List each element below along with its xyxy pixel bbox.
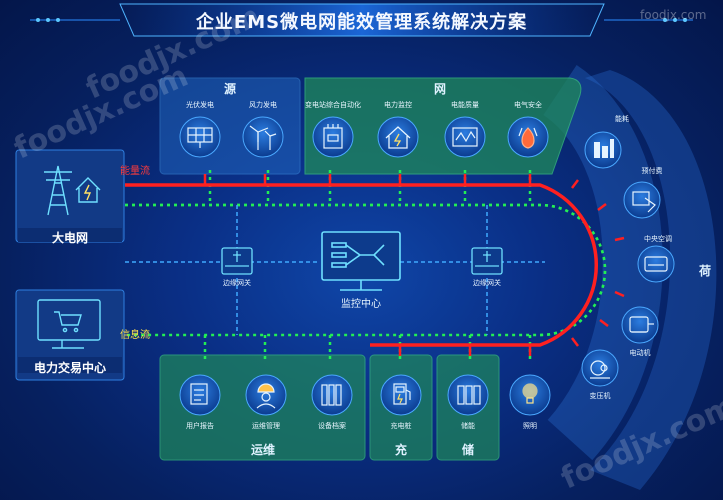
gateway-right-label: 边缘网关 [473, 279, 501, 287]
item-power-quality-label: 电能质量 [451, 101, 479, 109]
light-bulb-icon [522, 383, 538, 404]
item-pv-label: 光伏发电 [186, 101, 214, 109]
item-report-label: 用户报告 [186, 422, 214, 430]
gateway-links [125, 205, 545, 335]
item-archive-label: 设备档案 [318, 422, 346, 430]
load-arc-panel [585, 70, 717, 490]
page-title: 企业EMS微电网能效管理系统解决方案 [195, 12, 528, 33]
prepaid-icon [632, 191, 656, 213]
watermark-corner: foodjx.com [640, 8, 707, 22]
item-energy-label: 能耗 [615, 115, 629, 123]
gateway-left-icon [221, 247, 253, 275]
item-transformer-label: 变压机 [589, 392, 611, 400]
engineer-icon [256, 383, 276, 409]
motor-icon [629, 316, 654, 333]
grid-panel [304, 77, 582, 175]
air-conditioner-icon [644, 256, 668, 272]
gateway-right-icon [471, 247, 503, 275]
energy-consumption-icon [594, 139, 614, 158]
archive-icon [321, 384, 342, 406]
report-icon [190, 383, 208, 405]
transformer-icon [590, 360, 610, 379]
power-quality-icon [452, 127, 478, 147]
group-storage-label: 储 [461, 443, 474, 457]
power-monitor-icon [385, 126, 411, 149]
power-tower-icon [44, 165, 72, 216]
charging-pile-icon [393, 383, 411, 405]
energy-flow-label: 能量流 [120, 166, 150, 177]
item-lighting-label: 照明 [523, 422, 537, 430]
monitor-center-label: 监控中心 [341, 299, 381, 310]
group-charge-label: 充 [394, 443, 407, 457]
wind-turbine-icon [249, 125, 277, 150]
title-bar [30, 3, 693, 37]
trade-side-panel [15, 289, 125, 381]
item-storage-label: 储能 [461, 422, 475, 430]
trade-center-label: 电力交易中心 [33, 361, 106, 375]
item-electrical-safety-label: 电气安全 [514, 101, 542, 109]
energy-flow-lines [125, 183, 599, 347]
item-ops-mgmt-label: 运维管理 [252, 422, 280, 430]
item-motor-label: 电动机 [629, 349, 651, 357]
item-power-monitor-label: 电力监控 [384, 101, 412, 109]
electrical-safety-icon [518, 127, 538, 149]
item-aircon-label: 中央空调 [644, 235, 672, 243]
home-power-icon [75, 177, 101, 203]
group-ops-label: 运维 [250, 443, 275, 457]
item-wind-label: 风力发电 [249, 101, 277, 109]
item-prepaid-label: 预付费 [641, 167, 663, 175]
trading-cart-icon [37, 299, 101, 349]
item-substation-label: 变电站综合自动化 [305, 101, 361, 109]
substation-icon [323, 124, 343, 149]
item-charging-label: 充电桩 [390, 422, 412, 430]
group-grid-label: 网 [433, 82, 446, 96]
monitor-center-icon [321, 231, 401, 291]
info-flow-label: 信息流 [120, 330, 150, 341]
grid-side-panel [15, 149, 125, 243]
big-grid-label: 大电网 [51, 231, 88, 245]
gateway-left-label: 边缘网关 [223, 279, 251, 287]
group-load-label: 荷 [698, 264, 711, 278]
group-source-label: 源 [223, 82, 236, 96]
solar-panel-icon [187, 127, 213, 148]
battery-storage-icon [457, 385, 481, 405]
